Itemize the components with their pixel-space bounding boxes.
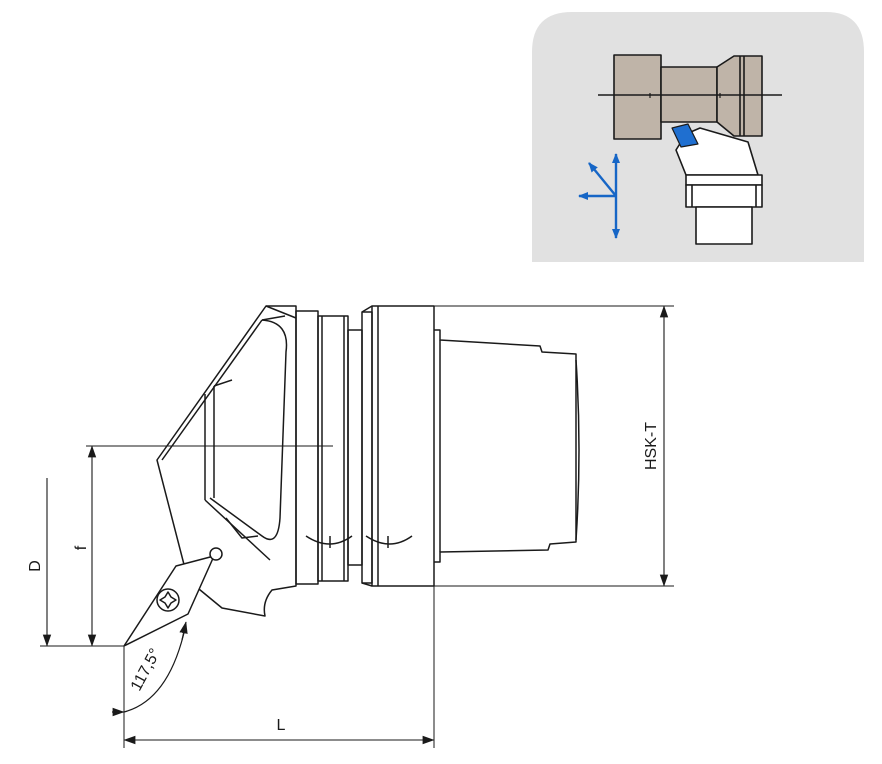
dimension-lines (42, 305, 669, 745)
feed-direction-arrows-icon (578, 153, 620, 239)
workpiece-spindle (598, 54, 782, 140)
application-inset (532, 12, 864, 262)
keyway-notch-right (365, 535, 413, 545)
angle-label: 117,5° (128, 646, 164, 694)
flange-bands (295, 305, 435, 587)
cutting-insert (123, 547, 223, 647)
dim-d-label: D (27, 560, 44, 572)
dim-hsk-label: HSK-T (643, 422, 660, 470)
tool-holder-drawing (40, 305, 674, 748)
cone-face (209, 319, 288, 541)
tool-holder-schematic (671, 123, 763, 245)
dim-f-label: f (73, 545, 90, 550)
insert-blue-icon (671, 123, 699, 148)
hsk-taper-shank (434, 329, 577, 563)
keyway-notch-left (305, 535, 353, 545)
dim-l-label: L (277, 717, 286, 734)
